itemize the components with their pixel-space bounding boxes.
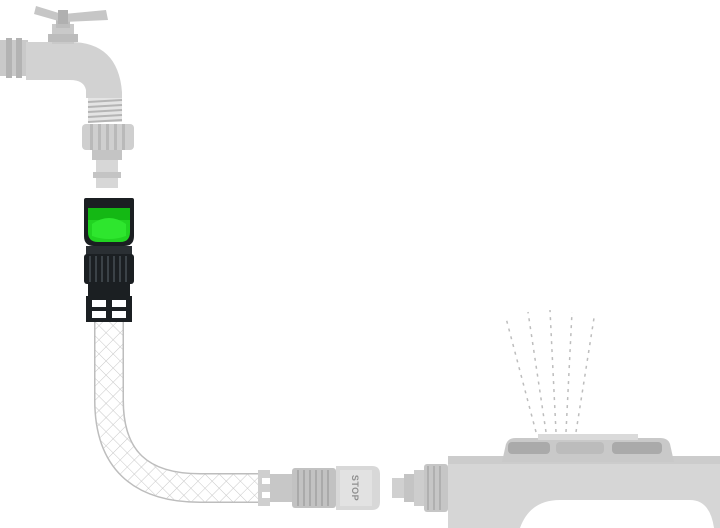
tap-adapter-icon bbox=[82, 124, 134, 188]
hose-connector-icon bbox=[84, 198, 134, 322]
stop-label: STOP bbox=[350, 475, 360, 501]
garden-hose-icon bbox=[94, 322, 262, 503]
waterstop-connector-icon: STOP bbox=[258, 466, 380, 510]
outdoor-tap-icon bbox=[0, 6, 123, 123]
water-spray bbox=[505, 309, 595, 433]
sprinkler-icon bbox=[392, 309, 720, 528]
